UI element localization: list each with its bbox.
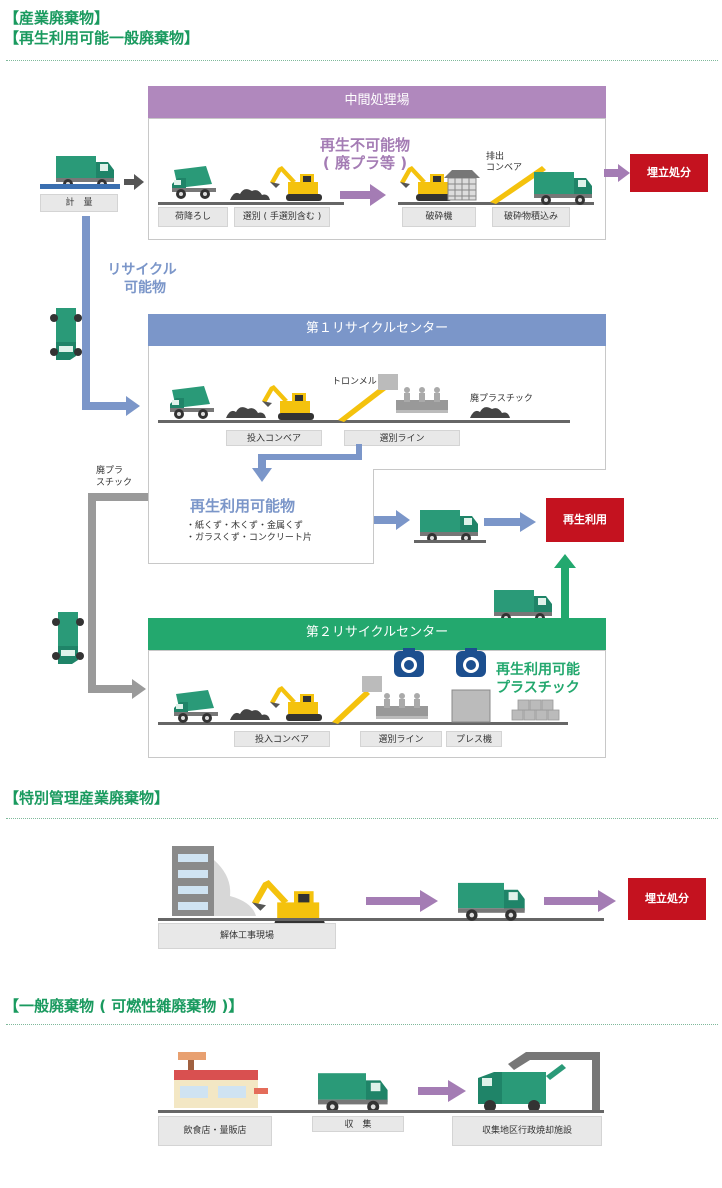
green-up-arrow-icon <box>554 554 576 618</box>
landfill-box-2: 埋立処分 <box>628 878 706 920</box>
truck-icon <box>458 882 525 921</box>
excavator-icon <box>270 686 322 721</box>
waste-plastic-label: 廃プラスチック <box>470 394 533 404</box>
debris-pile-icon <box>230 189 270 200</box>
arrow-right-purple-icon <box>340 184 386 206</box>
excavator-icon <box>252 880 325 929</box>
trommel-conveyor-icon <box>338 374 398 422</box>
dump-truck-icon <box>170 386 214 419</box>
trommel-label: トロンメル <box>332 377 377 387</box>
nonrecyclable-title: 再生不可能物 <box>319 136 410 154</box>
ground-line <box>158 202 344 205</box>
recyclable-label-line2: 可能物 <box>124 280 166 296</box>
waste-plastic-side-label: スチック <box>96 478 133 488</box>
truck-moving-down-icon <box>52 612 84 664</box>
crusher-label: 破砕機 <box>402 207 476 227</box>
arrow-right-purple-icon <box>544 890 616 912</box>
center1-recyclable-title: 再生利用可能物 <box>190 497 296 515</box>
demolition-site-label: 解体工事現場 <box>158 923 336 949</box>
sorting-workers-icon <box>376 693 428 719</box>
arrow-to-landfill-icon <box>604 164 630 182</box>
camera-icon <box>394 648 424 677</box>
recyclable-plastic-label: 再生利用可能 <box>496 662 580 678</box>
truck-moving-down-icon <box>50 308 82 360</box>
input-conveyor-label: 投入コンベア <box>234 731 330 747</box>
restaurant-label: 飲食店・量販店 <box>158 1116 272 1146</box>
arrow-right-blue-icon <box>374 510 410 530</box>
dump-truck-icon <box>172 166 216 199</box>
truck-icon <box>414 510 486 543</box>
camera-icon <box>456 648 486 677</box>
collection-truck-icon <box>318 1073 388 1113</box>
heading-general-waste: 【一般廃棄物 ( 可燃性雑廃棄物 )】 <box>4 997 244 1015</box>
arrow-right-purple-icon <box>418 1080 466 1102</box>
plastic-pile-icon <box>470 407 510 418</box>
sorting-workers-icon <box>396 387 448 413</box>
ground-line <box>158 722 568 725</box>
sort-line-label: 選別ライン <box>344 430 460 446</box>
center1-recyclable-item: ・ガラスくず・コンクリート片 <box>186 533 312 543</box>
debris-pile-icon <box>230 709 270 720</box>
incinerator-facility-icon <box>478 1052 600 1112</box>
blue-down-arrow-icon <box>252 444 362 482</box>
ground-line <box>158 420 570 423</box>
ground-line <box>158 918 604 921</box>
excavator-icon <box>262 385 314 420</box>
discharge-label: 排出 <box>486 152 505 162</box>
waste-plastic-side-label: 廃プラ <box>96 466 124 476</box>
sorting-label: 選別 ( 手選別含む ) <box>234 207 330 227</box>
nonrecyclable-subtitle: ( 廃プラ等 ) <box>322 154 408 172</box>
demolition-building-icon <box>172 846 256 916</box>
press-machine-icon <box>451 689 491 723</box>
heading-industrial-waste: 【産業廃棄物】 <box>4 9 110 27</box>
plastic-bales-icon <box>511 699 560 721</box>
recycle-use-box: 再生利用 <box>546 498 624 542</box>
heading-special-waste: 【特別管理産業廃棄物】 <box>4 789 170 807</box>
arrow-right-purple-icon <box>366 890 438 912</box>
center1-recyclable-item: ・紙くず・木くず・金属くず <box>186 521 304 531</box>
blue-flow-arrow-icon <box>82 216 140 416</box>
divider <box>6 60 718 61</box>
unload-label: 荷降ろし <box>158 207 228 227</box>
gray-flow-arrow-icon <box>88 493 148 699</box>
center1-header: 第１リサイクルセンター <box>148 314 606 346</box>
recyclable-label-line1: リサイクル <box>107 262 177 278</box>
conveyor-icon <box>332 676 382 724</box>
divider <box>6 818 718 819</box>
input-conveyor-label: 投入コンベア <box>226 430 322 446</box>
truck-on-scale-icon <box>40 156 120 189</box>
recyclable-plastic-label: プラスチック <box>496 680 580 696</box>
incinerator-label: 収集地区行政焼却施設 <box>452 1116 602 1146</box>
dump-truck-icon <box>174 690 218 723</box>
conveyor-label: コンベア <box>486 163 523 173</box>
loading-label: 破砕物積込み <box>492 207 570 227</box>
press-machine-label: プレス機 <box>446 731 502 747</box>
arrow-right-dark-icon <box>124 174 144 190</box>
truck-icon <box>494 590 552 623</box>
divider <box>6 1024 718 1025</box>
intermediate-facility-header: 中間処理場 <box>148 86 606 118</box>
landfill-box-1: 埋立処分 <box>630 154 708 192</box>
heading-recyclable-general-waste: 【再生利用可能一般廃棄物】 <box>4 29 200 47</box>
conveyor-loading-icon <box>490 166 592 205</box>
ground-line <box>158 1110 604 1113</box>
sort-line-label: 選別ライン <box>360 731 442 747</box>
center2-header: 第２リサイクルセンター <box>148 618 606 650</box>
weighing-label: 計 量 <box>40 194 118 212</box>
restaurant-building-icon <box>174 1052 268 1108</box>
arrow-right-blue-icon <box>484 512 536 532</box>
crusher-icon <box>400 166 480 201</box>
collection-label: 収 集 <box>312 1116 404 1132</box>
